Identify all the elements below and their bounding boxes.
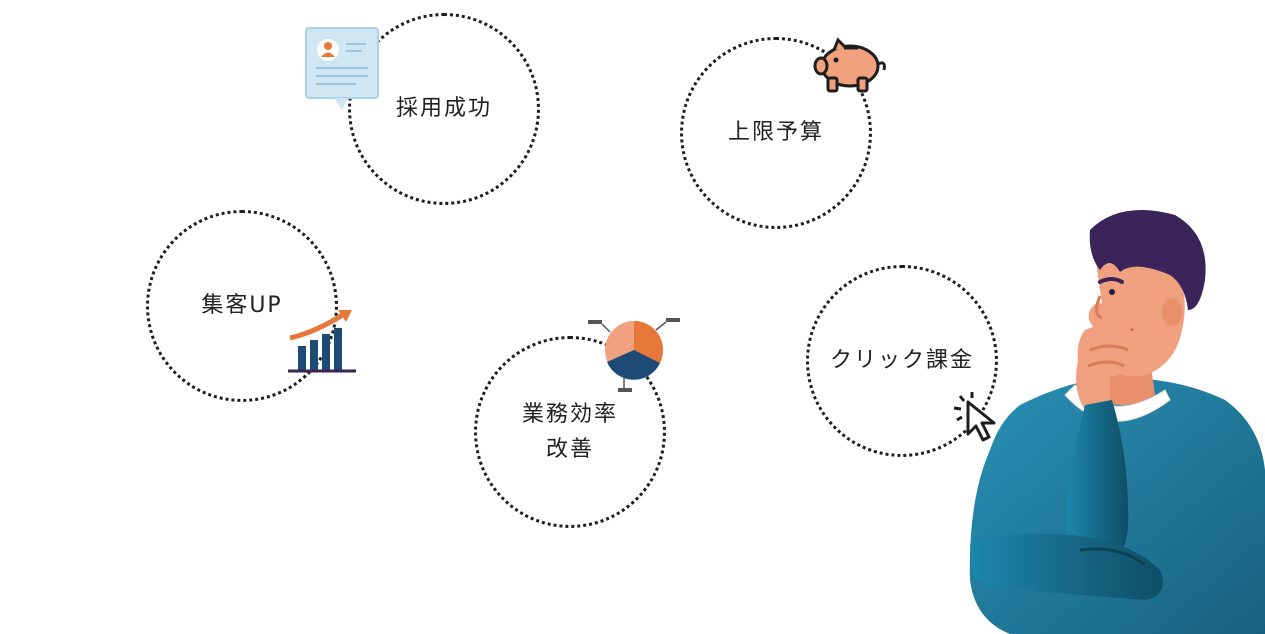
topic-bubble-cpc: クリック課金 (806, 265, 998, 457)
piggy-bank-icon (813, 37, 886, 93)
resume-card-icon (305, 27, 379, 110)
thinking-man-illustration (969, 210, 1265, 634)
growth-chart-icon (288, 310, 356, 373)
topic-label-recruit: 採用成功 (395, 96, 492, 122)
cursor-click-icon (953, 392, 996, 442)
pie-chart-icon (588, 318, 680, 392)
topic-bubble-efficiency: 業務効率 改善 (474, 336, 666, 528)
topic-bubble-recruit: 採用成功 (348, 13, 540, 205)
topic-label-cpc: クリック課金 (829, 348, 974, 374)
topic-label-budget: 上限予算 (727, 120, 824, 146)
topic-label-efficiency: 業務効率 改善 (521, 401, 618, 462)
topic-label-attract: 集客UP (201, 293, 283, 319)
topic-bubble-attract: 集客UP (146, 210, 338, 402)
topic-bubble-budget: 上限予算 (680, 37, 872, 229)
